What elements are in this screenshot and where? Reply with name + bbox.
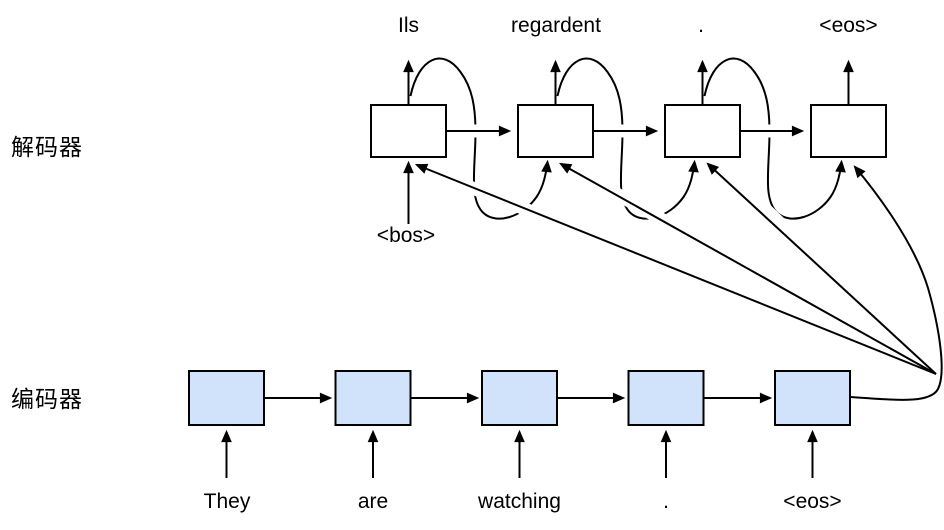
loop-arrow-1: [409, 57, 552, 220]
encoder-input-label-5: <eos>: [783, 490, 842, 513]
encoder-input-label-4: .: [663, 490, 669, 513]
context-arrows: [414, 125, 943, 401]
line-casings: [437, 124, 944, 407]
io-arrows: [221, 59, 854, 478]
decoder-row-label: 解码器: [11, 134, 83, 160]
context-arrow-to-decoder-1: [414, 163, 937, 375]
decoder-feedback-loops: [409, 57, 846, 220]
encoder-input-label-1: They: [203, 490, 251, 513]
bos-input-label: <bos>: [376, 224, 436, 247]
decoder-output-label-2: regardent: [511, 14, 601, 37]
decoder-cell-4: [810, 104, 887, 158]
encoder-cell-1: [188, 370, 265, 426]
loop-arrow-3: [703, 57, 846, 220]
encoder-row-label: 编码器: [11, 386, 83, 412]
context-arrow-to-decoder-3: [706, 162, 937, 375]
encoder-cell-2: [334, 370, 412, 426]
decoder-output-label-1: Ils: [398, 14, 419, 37]
encoder-input-label-3: watching: [478, 490, 561, 513]
rnn-cells: [188, 104, 887, 426]
encoder-cell-3: [481, 370, 558, 426]
decoder-output-label-4: <eos>: [819, 14, 878, 37]
encoder-input-label-2: are: [357, 490, 389, 513]
loop-arrow-2: [556, 57, 699, 220]
context-arrow-to-decoder-4: [849, 165, 943, 401]
encoder-cell-4: [627, 370, 705, 426]
decoder-cell-2: [517, 104, 594, 158]
decoder-output-label-3: .: [698, 14, 704, 37]
encoder-cell-5: [774, 370, 851, 426]
decoder-cell-3: [664, 104, 741, 158]
casing-context-line-3: [725, 170, 941, 379]
context-arrow-to-decoder-2: [559, 162, 937, 375]
decoder-cell-1: [370, 104, 447, 158]
